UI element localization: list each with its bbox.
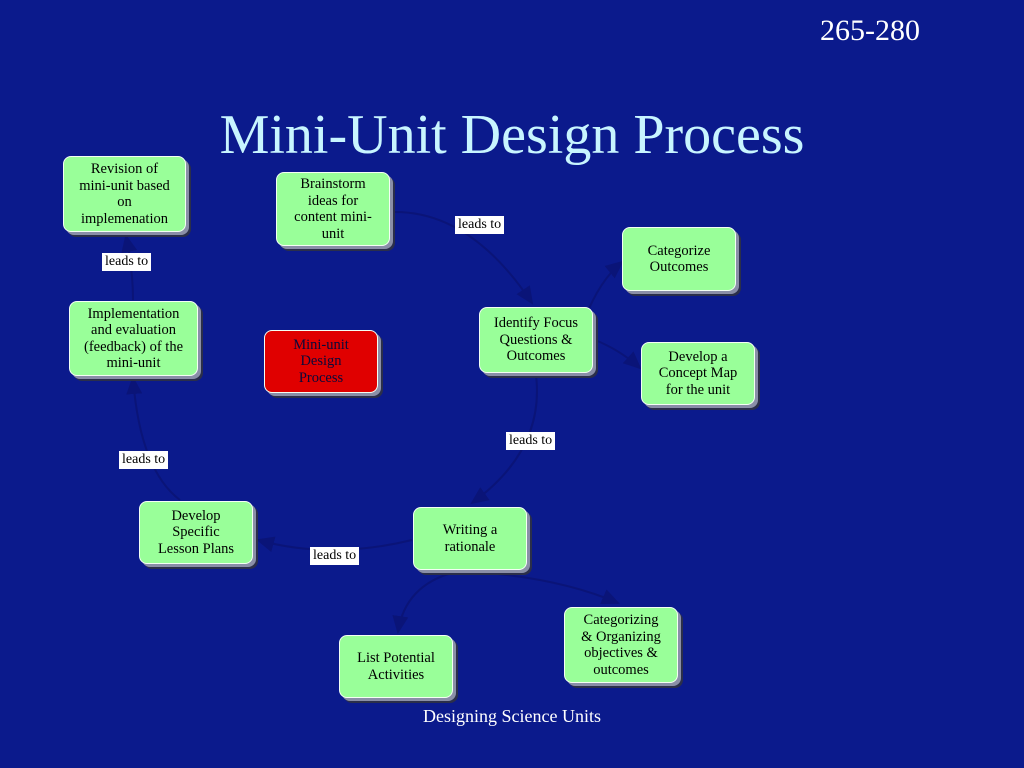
node-implementation: Implementation and evaluation (feedback)…	[69, 301, 198, 376]
connector-identify-conceptmap	[594, 339, 642, 370]
connector-lesson-implementation	[126, 376, 181, 501]
node-categorize-outcomes: Categorize Outcomes	[622, 227, 736, 291]
node-categorizing-organizing: Categorizing & Organizing objectives & o…	[564, 607, 678, 683]
node-concept-map: Develop a Concept Map for the unit	[641, 342, 755, 405]
node-writing-rationale: Writing a rationale	[413, 507, 527, 570]
node-lesson-plans: Develop Specific Lesson Plans	[139, 501, 253, 564]
slide-title: Mini-Unit Design Process	[219, 104, 805, 166]
footer-text: Designing Science Units	[423, 706, 601, 726]
link-label-rationale-lesson: leads to	[310, 547, 360, 565]
node-center-design-process: Mini-unit Design Process	[264, 330, 378, 393]
node-revision: Revision of mini-unit based on implemena…	[63, 156, 186, 232]
link-label-lesson-implementation: leads to	[119, 451, 169, 469]
connector-rationale-categorizing	[474, 571, 620, 605]
link-label-identify-rationale: leads to	[506, 432, 556, 450]
connector-rationale-activities	[392, 571, 456, 634]
node-list-activities: List Potential Activities	[339, 635, 453, 698]
link-label-brainstorm-identify: leads to	[455, 216, 505, 234]
node-identify-focus: Identify Focus Questions & Outcomes	[479, 307, 593, 373]
page-number: 265-280	[820, 14, 920, 47]
node-brainstorm: Brainstorm ideas for content mini- unit	[276, 172, 390, 246]
link-label-implementation-revision: leads to	[102, 253, 152, 271]
